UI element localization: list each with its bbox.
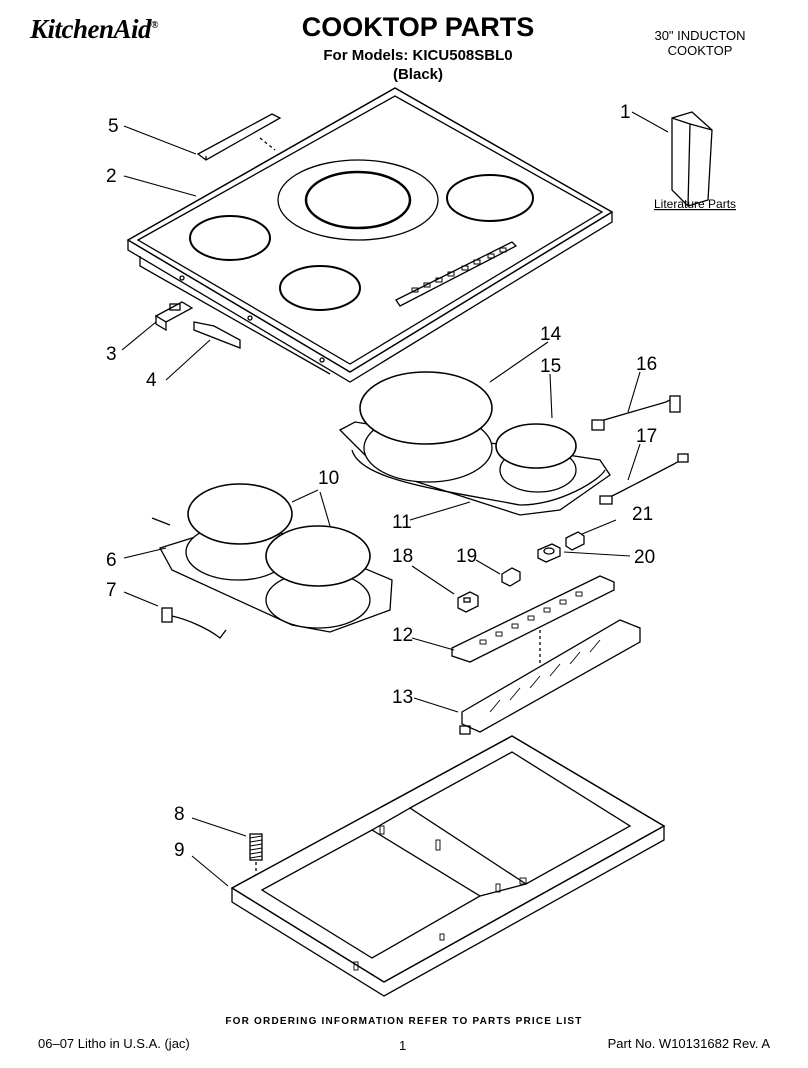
callout-15: 15 (540, 356, 561, 377)
page-number: 1 (399, 1038, 407, 1053)
callout-1: 1 (620, 102, 631, 123)
callout-7: 7 (106, 580, 117, 601)
part-12-control-board (451, 575, 615, 664)
callout-4: 4 (146, 370, 157, 391)
leader-lines (121, 111, 669, 887)
brand-name: KitchenAid (30, 14, 152, 44)
part-15-small-coil (495, 423, 577, 469)
callout-10: 10 (318, 468, 339, 489)
callout-19: 19 (456, 546, 477, 567)
part-21-module (565, 531, 585, 551)
part-19-module (501, 567, 521, 587)
page-title: COOKTOP PARTS (301, 12, 535, 42)
callout-12: 12 (392, 625, 413, 646)
part-18-module (457, 591, 479, 613)
registered-mark: ® (151, 20, 159, 31)
model-info: For Models: KICU508SBL0 (Black) (268, 46, 568, 84)
callout-14: 14 (540, 324, 562, 345)
part-2-cooktop-glass (126, 87, 614, 383)
part-4-bracket (193, 321, 241, 349)
callout-21: 21 (632, 504, 653, 525)
callout-18: 18 (392, 546, 413, 567)
part-17-harness (599, 453, 689, 505)
part-7-cable (161, 607, 227, 639)
part-10-coils (151, 483, 371, 587)
part-20-module (537, 543, 561, 563)
callout-5: 5 (108, 116, 119, 137)
callout-9: 9 (174, 840, 185, 861)
part-9-frame (230, 735, 666, 997)
callout-6: 6 (106, 550, 117, 571)
callout-13: 13 (392, 687, 413, 708)
callout-3: 3 (106, 344, 117, 365)
callout-11: 11 (392, 512, 412, 533)
callout-8: 8 (174, 804, 185, 825)
part-16-harness (591, 395, 681, 431)
part-number: Part No. W10131682 Rev. A (607, 1036, 770, 1051)
part-13-board-bracket (459, 619, 641, 735)
part-1-literature (671, 111, 713, 207)
literature-parts-label: Literature Parts (654, 197, 736, 211)
callout-17: 17 (636, 426, 657, 447)
callout-2: 2 (106, 166, 117, 187)
part-3-clip (154, 301, 194, 332)
part-5-trim-strip (196, 113, 282, 161)
model-name-line1: 30" INDUCTON (654, 28, 746, 43)
litho-info: 06–07 Litho in U.S.A. (jac) (38, 1036, 190, 1051)
models-line: For Models: KICU508SBL0 (323, 47, 513, 64)
part-14-large-coil (359, 371, 493, 445)
callout-20: 20 (634, 547, 655, 568)
brand-logo: KitchenAid® (30, 14, 159, 45)
model-name: 30" INDUCTON COOKTOP (600, 28, 800, 58)
ordering-note: FOR ORDERING INFORMATION REFER TO PARTS … (225, 1016, 583, 1027)
callout-16: 16 (636, 354, 657, 375)
model-name-line2: COOKTOP (667, 43, 733, 58)
color-line: (Black) (392, 66, 444, 83)
